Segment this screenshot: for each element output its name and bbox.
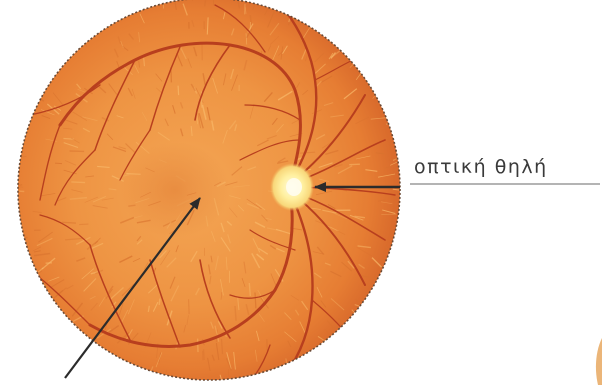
texture-streak: [62, 222, 76, 223]
texture-streak: [79, 224, 88, 225]
optic-cup: [286, 178, 302, 196]
texture-streak: [205, 0, 206, 6]
edge-fragment: [596, 338, 602, 385]
texture-streak: [71, 182, 85, 183]
macula: [120, 142, 230, 238]
texture-streak: [159, 299, 160, 305]
texture-streak: [178, 86, 179, 96]
texture-streak: [150, 372, 156, 385]
optic-disc-label: οπτική θηλή: [414, 156, 548, 178]
texture-streak: [55, 163, 62, 164]
texture-streak: [17, 237, 28, 238]
retina: [13, 0, 408, 385]
texture-streak: [349, 164, 360, 165]
